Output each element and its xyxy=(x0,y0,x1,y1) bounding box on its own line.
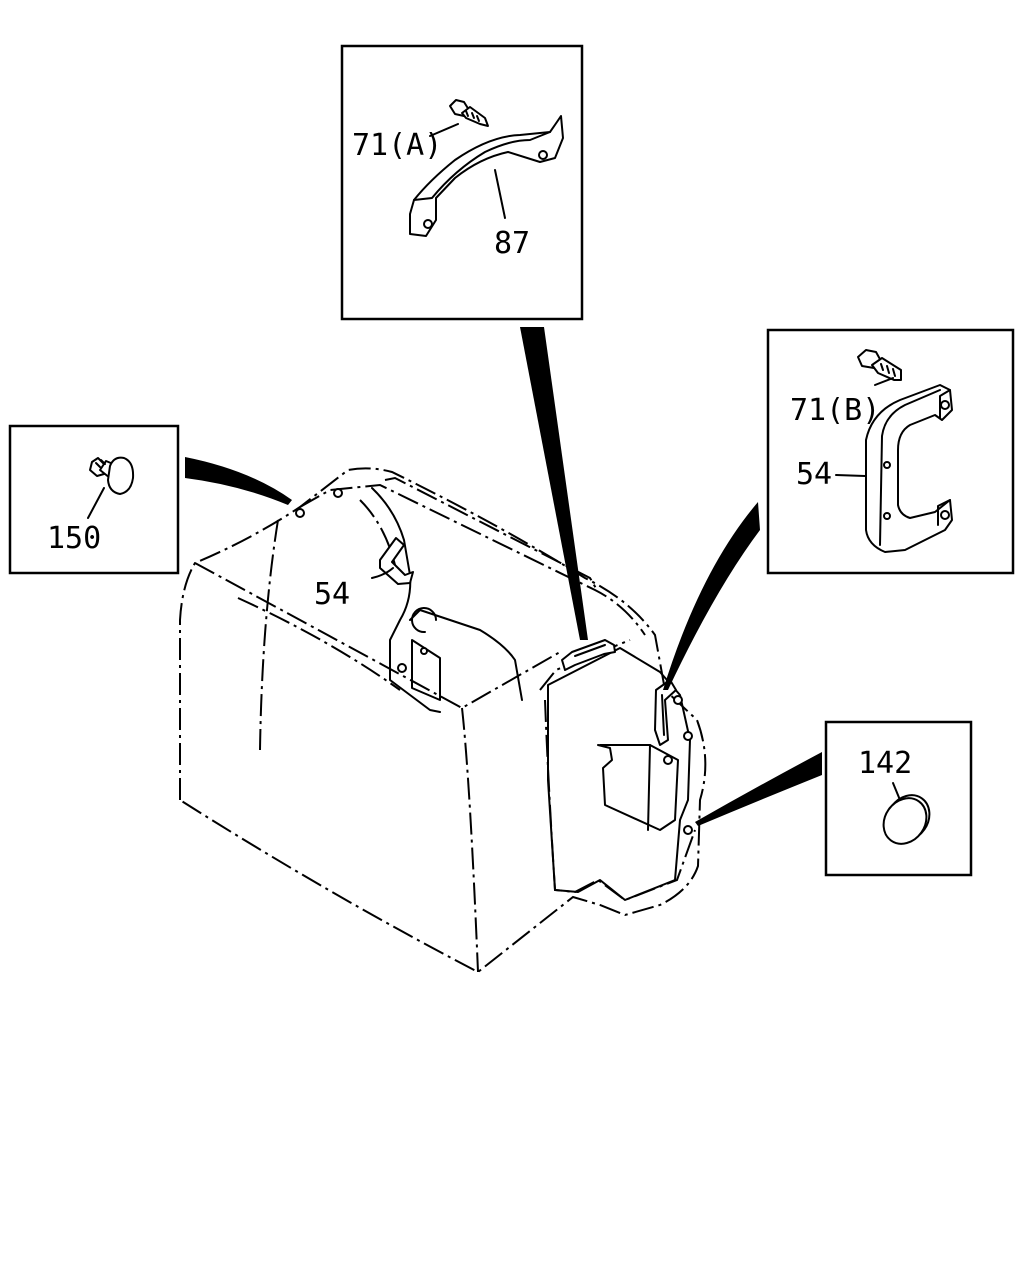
console-body xyxy=(179,467,707,974)
screw-71a-icon xyxy=(449,99,489,127)
callout-left: 150 xyxy=(8,424,180,575)
clip-150-icon xyxy=(89,456,135,495)
handle-87-icon xyxy=(409,115,564,237)
bolt-71b-icon xyxy=(857,349,902,381)
leader-top xyxy=(520,327,588,640)
handle-87-label: 87 xyxy=(494,226,530,261)
leader-bottom-right xyxy=(695,752,822,826)
bolt-71b-label: 71(B) xyxy=(790,393,880,428)
handle-54-icon xyxy=(865,384,953,553)
callout-top: 71(A) 87 xyxy=(340,44,584,321)
plug-142-icon xyxy=(882,794,931,845)
body-handle-87 xyxy=(561,639,616,671)
leader-right xyxy=(663,502,760,690)
handle-54-label: 54 xyxy=(796,457,832,492)
clip-150-label: 150 xyxy=(47,521,101,556)
plug-142-label: 142 xyxy=(858,746,912,781)
body-handle-54: 54 xyxy=(314,537,414,612)
console-details xyxy=(295,487,693,901)
callout-right: 71(B) 54 xyxy=(766,328,1015,575)
screw-71a-label: 71(A) xyxy=(352,128,442,163)
body-handle-label: 54 xyxy=(314,577,350,612)
callout-bottom-right: 142 xyxy=(824,720,973,877)
leader-left xyxy=(185,457,292,505)
